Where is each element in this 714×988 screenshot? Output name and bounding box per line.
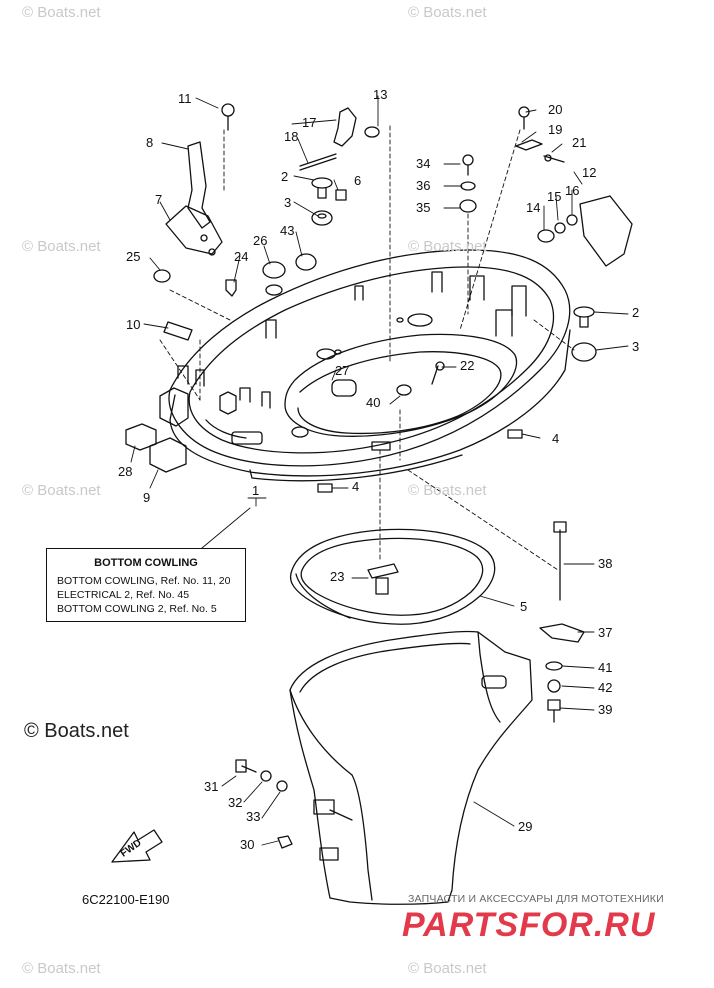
callout-40: 40 bbox=[366, 395, 381, 410]
callout-25: 25 bbox=[126, 249, 141, 264]
shop-logo: PARTSFOR.RU bbox=[402, 906, 656, 944]
callout-12: 12 bbox=[582, 165, 597, 180]
bottom-cowling-tray bbox=[159, 249, 571, 482]
callout-3-top: 3 bbox=[284, 195, 292, 210]
callout-36: 36 bbox=[416, 178, 431, 193]
watermark: © Boats.net bbox=[22, 960, 101, 977]
watermark: © Boats.net bbox=[22, 482, 101, 499]
callout-3-right: 3 bbox=[632, 339, 640, 354]
callout-8: 8 bbox=[146, 135, 154, 150]
callout-13: 13 bbox=[373, 87, 388, 102]
callout-9: 9 bbox=[143, 490, 151, 505]
callout-34: 34 bbox=[416, 156, 431, 171]
info-box-line-3: BOTTOM COWLING 2, Ref. No. 5 bbox=[57, 603, 217, 615]
callout-18: 18 bbox=[284, 129, 299, 144]
lower-cowling bbox=[289, 630, 533, 905]
callout-7: 7 bbox=[155, 192, 163, 207]
leader-lines bbox=[130, 95, 629, 846]
callout-5: 5 bbox=[520, 599, 528, 614]
callout-10: 10 bbox=[126, 317, 141, 332]
callout-23: 23 bbox=[330, 569, 345, 584]
callout-39: 39 bbox=[598, 702, 613, 717]
callout-24: 24 bbox=[234, 249, 249, 264]
callout-35: 35 bbox=[416, 200, 431, 215]
callout-1: 1 bbox=[252, 483, 260, 498]
callout-42: 42 bbox=[598, 680, 613, 695]
watermark: © Boats.net bbox=[408, 238, 487, 255]
callout-27: 27 bbox=[335, 363, 350, 378]
watermark: © Boats.net bbox=[408, 960, 487, 977]
watermark: © Boats.net bbox=[22, 238, 101, 255]
callout-41: 41 bbox=[598, 660, 613, 675]
callout-43: 43 bbox=[280, 223, 295, 238]
callout-33: 33 bbox=[246, 809, 261, 824]
callout-29: 29 bbox=[518, 819, 533, 834]
callout-4-center: 4 bbox=[352, 479, 360, 494]
callout-19: 19 bbox=[548, 122, 563, 137]
callout-37: 37 bbox=[598, 625, 613, 640]
callout-22: 22 bbox=[460, 358, 475, 373]
callout-16: 16 bbox=[565, 183, 580, 198]
callout-20: 20 bbox=[548, 102, 563, 117]
callout-21: 21 bbox=[572, 135, 587, 150]
watermark: © Boats.net bbox=[22, 4, 101, 21]
cowling-seal bbox=[289, 528, 496, 625]
callout-26: 26 bbox=[253, 233, 268, 248]
callout-4-right: 4 bbox=[552, 431, 560, 446]
callout-11: 11 bbox=[178, 91, 192, 106]
bottom-cowling-info-box: BOTTOM COWLING BOTTOM COWLING, Ref. No. … bbox=[46, 548, 246, 622]
callout-28: 28 bbox=[118, 464, 133, 479]
callout-6: 6 bbox=[354, 173, 362, 188]
watermark-main: © Boats.net bbox=[24, 720, 129, 742]
top-hardware bbox=[125, 103, 633, 849]
callout-14: 14 bbox=[526, 200, 541, 215]
watermark: © Boats.net bbox=[408, 482, 487, 499]
callout-15: 15 bbox=[547, 189, 562, 204]
fwd-arrow bbox=[111, 829, 163, 863]
callout-31: 31 bbox=[204, 779, 219, 794]
diagram-code: 6C22100-E190 bbox=[82, 892, 170, 907]
info-box-title: BOTTOM COWLING bbox=[94, 557, 198, 569]
info-box-line-1: BOTTOM COWLING, Ref. No. 11, 20 bbox=[57, 575, 231, 587]
callout-17: 17 bbox=[302, 115, 317, 130]
callout-30: 30 bbox=[240, 837, 255, 852]
callout-2-right: 2 bbox=[632, 305, 640, 320]
callout-32: 32 bbox=[228, 795, 243, 810]
watermark: © Boats.net bbox=[408, 4, 487, 21]
info-box-line-2: ELECTRICAL 2, Ref. No. 45 bbox=[57, 589, 190, 601]
callout-38: 38 bbox=[598, 556, 613, 571]
callout-2-top: 2 bbox=[281, 169, 289, 184]
shop-subtitle: ЗАПЧАСТИ И АКСЕССУАРЫ ДЛЯ МОТОТЕХНИКИ bbox=[408, 893, 664, 905]
